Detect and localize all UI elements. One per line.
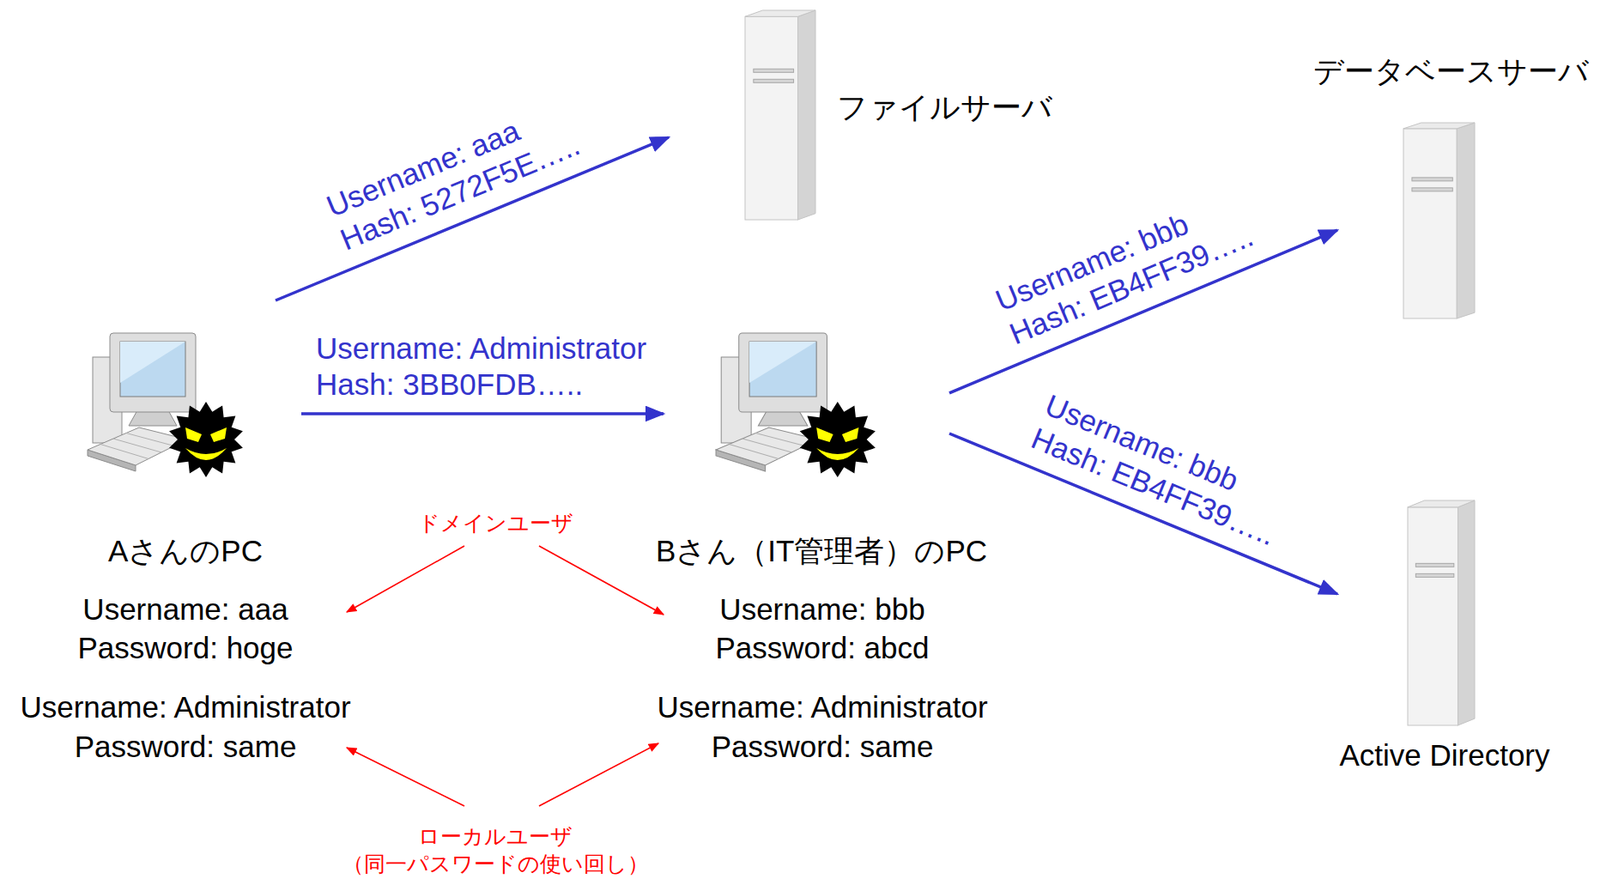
- malware-mouth: [185, 448, 227, 461]
- pc-screen-shine: [749, 341, 817, 383]
- server-side: [1458, 500, 1476, 726]
- credential-text: Username: Administrator: [656, 689, 988, 726]
- node-label: ファイルサーバ: [836, 89, 1053, 126]
- node-label: AさんのPC: [108, 533, 263, 570]
- leader-line: [346, 747, 465, 807]
- node-label: データベースサーバ: [1313, 53, 1589, 90]
- server-front: [745, 16, 799, 220]
- pc-screen: [120, 341, 186, 397]
- credential-text: Password: abcd: [715, 630, 929, 667]
- server-side: [1456, 122, 1475, 319]
- credential-text: Username: Administrator: [19, 689, 351, 726]
- server-top: [1407, 500, 1475, 508]
- server-slot: [1415, 563, 1454, 567]
- malware-eye: [816, 427, 834, 443]
- malware-badge: [169, 401, 243, 478]
- credential-text: Password: same: [74, 728, 297, 765]
- icon-holder: [745, 10, 816, 220]
- pc-node: AさんのPC: [81, 300, 302, 490]
- node-label: Active Directory: [1339, 737, 1550, 774]
- server-side: [798, 10, 817, 220]
- icon-holder: [1407, 500, 1475, 726]
- server-top: [1403, 122, 1475, 129]
- server-node: ファイルサーバ: [668, 8, 825, 224]
- credential-text: Password: same: [711, 728, 934, 765]
- server-top: [745, 10, 816, 17]
- node-label: Bさん（IT管理者）のPC: [655, 533, 988, 570]
- malware-eye: [842, 427, 860, 443]
- server-node: Active Directory: [1337, 497, 1477, 728]
- pc-icon: [85, 331, 245, 481]
- annotation-note: ドメインユーザ: [418, 509, 574, 536]
- malware-mouth: [816, 448, 859, 461]
- malware-eye: [185, 427, 202, 443]
- edge-label: Username: aaa Hash: 5272F5E…..: [321, 92, 587, 259]
- pc-stand: [757, 410, 808, 426]
- pc-key-row: [126, 433, 175, 447]
- server-slot: [1415, 573, 1454, 577]
- server-slot: [1412, 187, 1453, 192]
- connector-arrow: [301, 412, 664, 416]
- server-icon: [1403, 122, 1475, 319]
- server-node: データベースサーバ: [1337, 120, 1477, 320]
- malware-badge: [800, 401, 876, 478]
- icon-holder: [1403, 122, 1475, 319]
- edge-label: Username: bbb Hash: EB4FF39…..: [989, 183, 1261, 352]
- pc-monitor: [109, 333, 196, 413]
- leader-line: [346, 545, 465, 613]
- edge-label: Username: Administrator Hash: 3BB0FDB…..: [315, 330, 649, 403]
- pc-screen-shine: [120, 341, 186, 383]
- server-slot: [753, 78, 794, 83]
- server-front: [1403, 128, 1457, 319]
- server-slot: [1412, 177, 1453, 182]
- pc-monitor: [739, 333, 828, 413]
- pc-stand: [128, 410, 177, 426]
- icon-holder: [85, 331, 245, 481]
- pc-key-row: [755, 433, 806, 447]
- leader-line: [539, 743, 659, 807]
- credential-text: Password: hoge: [78, 630, 294, 667]
- server-front: [1407, 507, 1459, 726]
- server-icon: [745, 10, 816, 220]
- pc-icon: [714, 331, 878, 481]
- pc-screen: [749, 341, 817, 397]
- server-icon: [1407, 500, 1475, 726]
- pc-node: Bさん（IT管理者）のPC: [663, 326, 950, 490]
- leader-line: [539, 545, 664, 615]
- edge-label: Username: bbb Hash: EB4FF39…..: [1026, 386, 1297, 554]
- annotation-note: ローカルユーザ: [418, 823, 573, 849]
- icon-holder: [714, 331, 878, 481]
- credential-text: Username: aaa: [82, 591, 288, 628]
- annotation-note: （同一パスワードの使い回し）: [342, 850, 649, 877]
- malware-eye: [210, 427, 227, 443]
- credential-text: Username: bbb: [719, 591, 925, 628]
- server-slot: [753, 68, 794, 73]
